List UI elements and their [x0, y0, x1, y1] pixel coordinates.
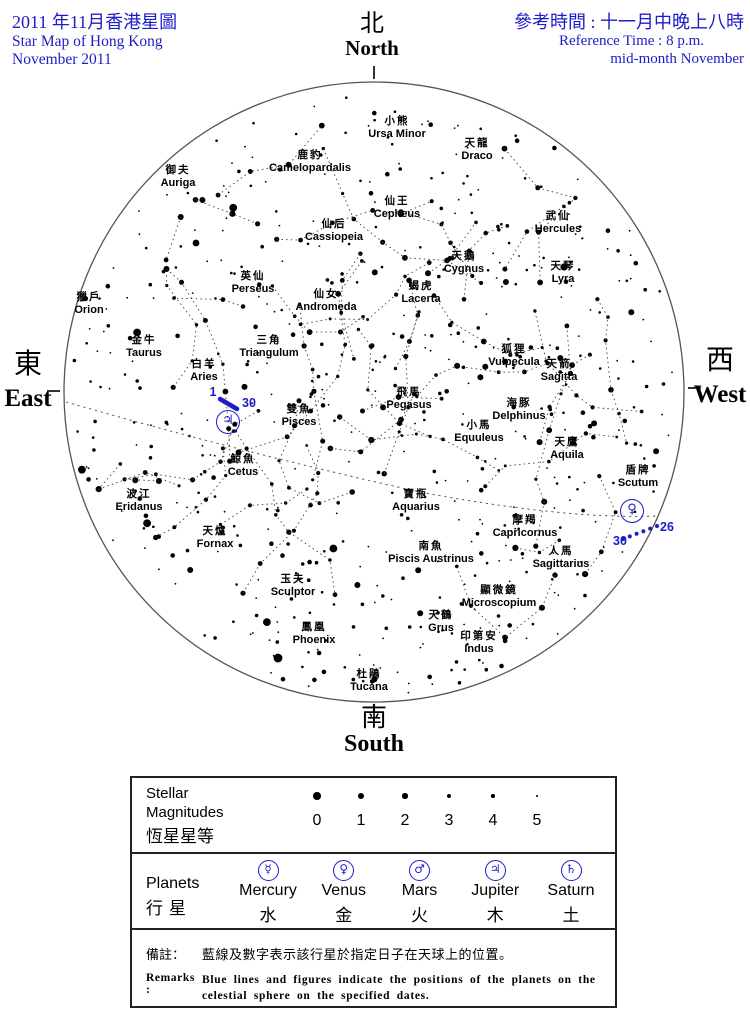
ecliptic-line: [66, 401, 682, 517]
planet-name-zh: 水: [259, 906, 277, 925]
reference-time-month: mid-month November: [610, 50, 744, 67]
magnitude-value: 2: [400, 812, 410, 829]
map-title: 2011 年11月香港星圖 Star Map of Hong Kong Nove…: [12, 12, 177, 69]
compass-north-zh: 北: [360, 11, 384, 37]
planet-name-en: Mercury: [239, 882, 297, 899]
magnitude-3: 3: [427, 788, 471, 830]
compass-west-zh: 西: [705, 345, 734, 376]
magnitude-dot: [446, 793, 452, 799]
remarks-text-zh: 藍線及數字表示該行星於指定日子在天球上的位置。: [202, 947, 513, 962]
planet-track-venus: [621, 537, 625, 541]
remarks-text-en: Blue lines and figures indicate the posi…: [202, 974, 596, 1003]
planet-track-venus: [634, 531, 639, 536]
planet-name-en: Saturn: [547, 882, 595, 899]
compass-east-en: East: [4, 385, 52, 413]
map-title-en: Star Map of Hong Kong: [12, 32, 163, 50]
planets-label-zh: 行星: [146, 899, 192, 918]
legend-planet-mars: ♂Mars 火: [384, 860, 456, 926]
planet-name-en: Mars: [401, 882, 438, 899]
planet-name-zh: 金: [335, 906, 353, 925]
remarks-label-zh: 備註：: [146, 947, 186, 962]
compass-north: 北 North: [332, 11, 412, 61]
legend-magnitudes-row: Stellar Magnitudes 恆星星等 0 1 2 3 4 5: [132, 778, 615, 852]
magnitude-value: 3: [444, 812, 454, 829]
compass-west: 西 West: [690, 346, 750, 409]
planet-track-venus: [648, 526, 653, 531]
mercury-symbol-icon: ☿: [257, 860, 279, 881]
legend-planets-row: Planets 行星 ☿Mercury 水 ♀Venus 金 ♂Mars 火 ♃Jupite…: [132, 852, 615, 928]
magnitude-dot: [491, 794, 495, 798]
legend-planet-venus: ♀Venus 金: [308, 860, 380, 926]
mars-symbol-icon: ♂: [409, 860, 430, 881]
compass-east-zh: 東: [13, 349, 42, 380]
magnitudes-label-zh: 恆星星等: [146, 826, 214, 846]
venus-symbol-icon: ♀: [333, 860, 355, 881]
compass-east: 東 East: [0, 350, 56, 413]
legend-remarks-row: 備註： 藍線及數字表示該行星於指定日子在天球上的位置。 Remarks : Bl…: [132, 928, 615, 1006]
compass-south-zh: 南: [360, 703, 387, 732]
magnitude-0: 0: [295, 788, 339, 830]
legend-planet-mercury: ☿Mercury 水: [232, 860, 304, 926]
planet-name-zh: 土: [562, 906, 580, 925]
planets-label-en: Planets: [146, 875, 200, 892]
legend-box: Stellar Magnitudes 恆星星等 0 1 2 3 4 5 Planets 行…: [130, 776, 617, 1008]
magnitude-value: 5: [532, 812, 542, 829]
magnitude-value: 0: [312, 812, 322, 829]
legend-planet-saturn: ♄Saturn 土: [535, 860, 607, 926]
reference-time-zh: 參考時間 : 十一月中晚上八時: [514, 12, 744, 32]
planet-track-venus: [627, 534, 632, 539]
map-title-zh: 2011 年11月香港星圖: [12, 12, 178, 32]
saturn-symbol-icon: ♄: [560, 860, 582, 881]
magnitude-dot: [357, 792, 365, 800]
magnitudes-label: Stellar Magnitudes 恆星星等: [146, 785, 224, 847]
magnitude-4: 4: [471, 788, 515, 830]
star-field: [66, 96, 682, 694]
magnitudes-label-en1: Stellar: [146, 785, 189, 802]
magnitude-5: 5: [515, 788, 559, 830]
jupiter-symbol-icon: ♃: [484, 860, 506, 881]
magnitude-value: 4: [488, 812, 498, 829]
planet-track-venus: [655, 524, 659, 528]
reference-time-en: Reference Time : 8 p.m.: [559, 33, 704, 50]
magnitude-1: 1: [339, 788, 383, 830]
remarks-label-en: Remarks :: [146, 972, 195, 996]
legend-planet-jupiter: ♃Jupiter 木: [459, 860, 531, 926]
planet-track-jupiter: [217, 396, 240, 412]
planet-name-en: Jupiter: [471, 882, 520, 899]
planet-name-zh: 木: [486, 906, 504, 925]
compass-north-en: North: [345, 36, 399, 61]
compass-south: 南 South: [334, 704, 414, 758]
planets-label: Planets 行星: [146, 872, 199, 922]
compass-west-en: West: [693, 381, 747, 409]
magnitude-scale: 0 1 2 3 4 5: [295, 788, 683, 830]
planet-symbol-list: ☿Mercury 水 ♀Venus 金 ♂Mars 火 ♃Jupiter 木 ♄Saturn 土: [232, 860, 607, 926]
planet-name-en: Venus: [321, 882, 366, 899]
reference-time: 參考時間 : 十一月中晚上八時 Reference Time : 8 p.m. …: [514, 12, 744, 69]
planet-name-zh: 火: [411, 906, 428, 925]
magnitude-2: 2: [383, 788, 427, 830]
magnitude-dot: [535, 794, 539, 798]
magnitudes-label-en2: Magnitudes: [146, 803, 224, 821]
magnitude-dot: [313, 792, 321, 800]
compass-south-en: South: [343, 731, 405, 758]
map-title-month: November 2011: [12, 50, 112, 68]
horizon-circle: [63, 81, 685, 703]
magnitude-value: 1: [356, 812, 366, 829]
magnitude-dot: [402, 793, 408, 799]
planet-track-venus: [641, 529, 646, 534]
